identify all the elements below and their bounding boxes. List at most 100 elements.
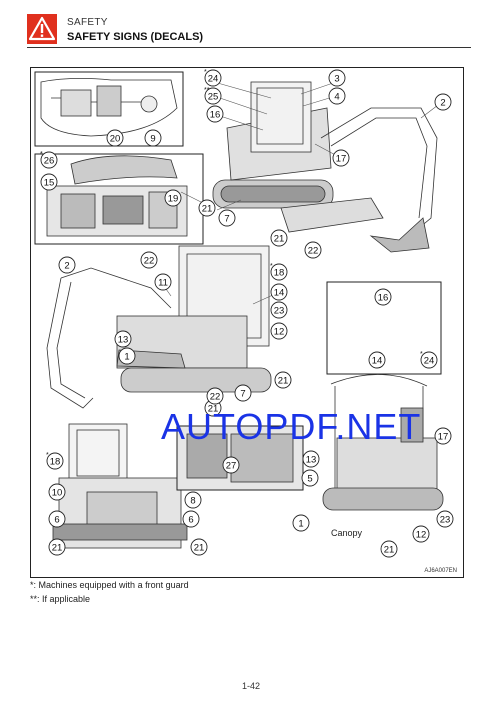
callout-label: 12 <box>274 326 285 337</box>
callout-circle <box>270 301 288 319</box>
callout-label: 8 <box>190 495 195 506</box>
callout-circle <box>328 69 346 87</box>
callout-label: 2 <box>440 97 445 108</box>
callout-22-3: 22 <box>206 387 224 405</box>
callout-label: 21 <box>52 542 63 553</box>
callout-23: 23 <box>270 301 288 319</box>
warning-triangle-icon <box>27 14 57 44</box>
callout-circle <box>270 263 288 281</box>
callout-label: 24 <box>208 73 219 84</box>
callout-label: 7 <box>224 213 229 224</box>
callout-label: 18 <box>274 267 285 278</box>
callout-circle <box>304 241 322 259</box>
page-number: 1-42 <box>241 681 260 691</box>
callout-15: 15 <box>40 173 58 191</box>
callout-circle <box>154 273 172 291</box>
callout-26: 26* <box>40 151 58 169</box>
callout-label: 2 <box>64 260 69 271</box>
callout-star: ** <box>204 87 210 94</box>
callout-5: 5 <box>301 469 319 487</box>
callout-circle <box>40 173 58 191</box>
callout-circle <box>380 540 398 558</box>
callout-circle <box>420 351 438 369</box>
callout-label: 21 <box>202 203 213 214</box>
callout-circle <box>436 510 454 528</box>
callout-circle <box>222 456 240 474</box>
callout-circle <box>48 510 66 528</box>
callout-3: 3 <box>328 69 346 87</box>
callout-10: 10 <box>48 483 66 501</box>
page-header: SAFETY SAFETY SIGNS (DECALS) <box>27 14 471 48</box>
callout-circle <box>434 93 452 111</box>
callout-circle <box>374 288 392 306</box>
callout-2-2: 2 <box>58 256 76 274</box>
callout-16-2: 16 <box>374 288 392 306</box>
callout-circle <box>140 251 158 269</box>
callout-circle <box>218 209 236 227</box>
callout-22: 22 <box>304 241 322 259</box>
callout-12-2: 12 <box>412 525 430 543</box>
callout-label: 15 <box>44 177 55 188</box>
callout-circle <box>204 69 222 87</box>
callout-label: 26 <box>44 155 55 166</box>
callout-27: 27 <box>222 456 240 474</box>
callout-label: 24 <box>424 355 435 366</box>
callout-label: 14 <box>372 355 383 366</box>
callout-star: * <box>270 263 273 270</box>
callout-13: 13 <box>114 330 132 348</box>
callout-circle <box>434 427 452 445</box>
callout-circle <box>190 538 208 556</box>
callout-21-2: 21 <box>270 229 288 247</box>
callout-label: 22 <box>308 245 319 256</box>
callout-label: 5 <box>307 473 312 484</box>
callout-20: 20 <box>106 129 124 147</box>
callout-21-3: 21 <box>274 371 292 389</box>
callout-circle <box>270 283 288 301</box>
callout-label: 17 <box>336 153 347 164</box>
callout-21-5: 21 <box>48 538 66 556</box>
callout-circle <box>206 387 224 405</box>
callout-label: 13 <box>118 334 129 345</box>
callout-circle <box>292 514 310 532</box>
header-divider <box>27 47 471 48</box>
callout-star: * <box>204 69 207 76</box>
callout-circle <box>114 330 132 348</box>
callout-circle <box>184 491 202 509</box>
callout-6-2: 6 <box>182 510 200 528</box>
callout-21-6: 21 <box>190 538 208 556</box>
callout-7: 7 <box>218 209 236 227</box>
callout-17: 17 <box>332 149 350 167</box>
callout-label: 4 <box>334 91 339 102</box>
callout-circle <box>332 149 350 167</box>
callout-21: 21 <box>198 199 216 217</box>
callout-25: 25** <box>204 87 222 105</box>
callout-24-2: 24* <box>420 351 438 369</box>
callout-label: 10 <box>52 487 63 498</box>
callout-14-2: 14 <box>368 351 386 369</box>
callout-label: 7 <box>240 388 245 399</box>
callout-label: 1 <box>124 351 129 362</box>
callout-7-2: 7 <box>234 384 252 402</box>
callout-circle <box>198 199 216 217</box>
callout-label: 11 <box>158 277 168 288</box>
callout-11: 11 <box>154 273 172 291</box>
callout-21-7: 21 <box>380 540 398 558</box>
callout-label: 6 <box>188 514 193 525</box>
callout-circle <box>234 384 252 402</box>
callout-label: 22 <box>144 255 155 266</box>
callout-label: 12 <box>416 529 427 540</box>
callout-12: 12 <box>270 322 288 340</box>
callout-23-2: 23 <box>436 510 454 528</box>
callout-circle <box>40 151 58 169</box>
page-title: SAFETY SIGNS (DECALS) <box>67 31 204 43</box>
callout-circle <box>182 510 200 528</box>
footnote-single-star: *: Machines equipped with a front guard <box>30 580 189 590</box>
watermark: AUTOPDF.NET <box>161 406 422 447</box>
callout-13-2: 13 <box>302 450 320 468</box>
callout-circle <box>118 347 136 365</box>
callout-label: 21 <box>194 542 205 553</box>
callout-18-2: 18* <box>46 452 64 470</box>
callout-label: 22 <box>210 391 221 402</box>
